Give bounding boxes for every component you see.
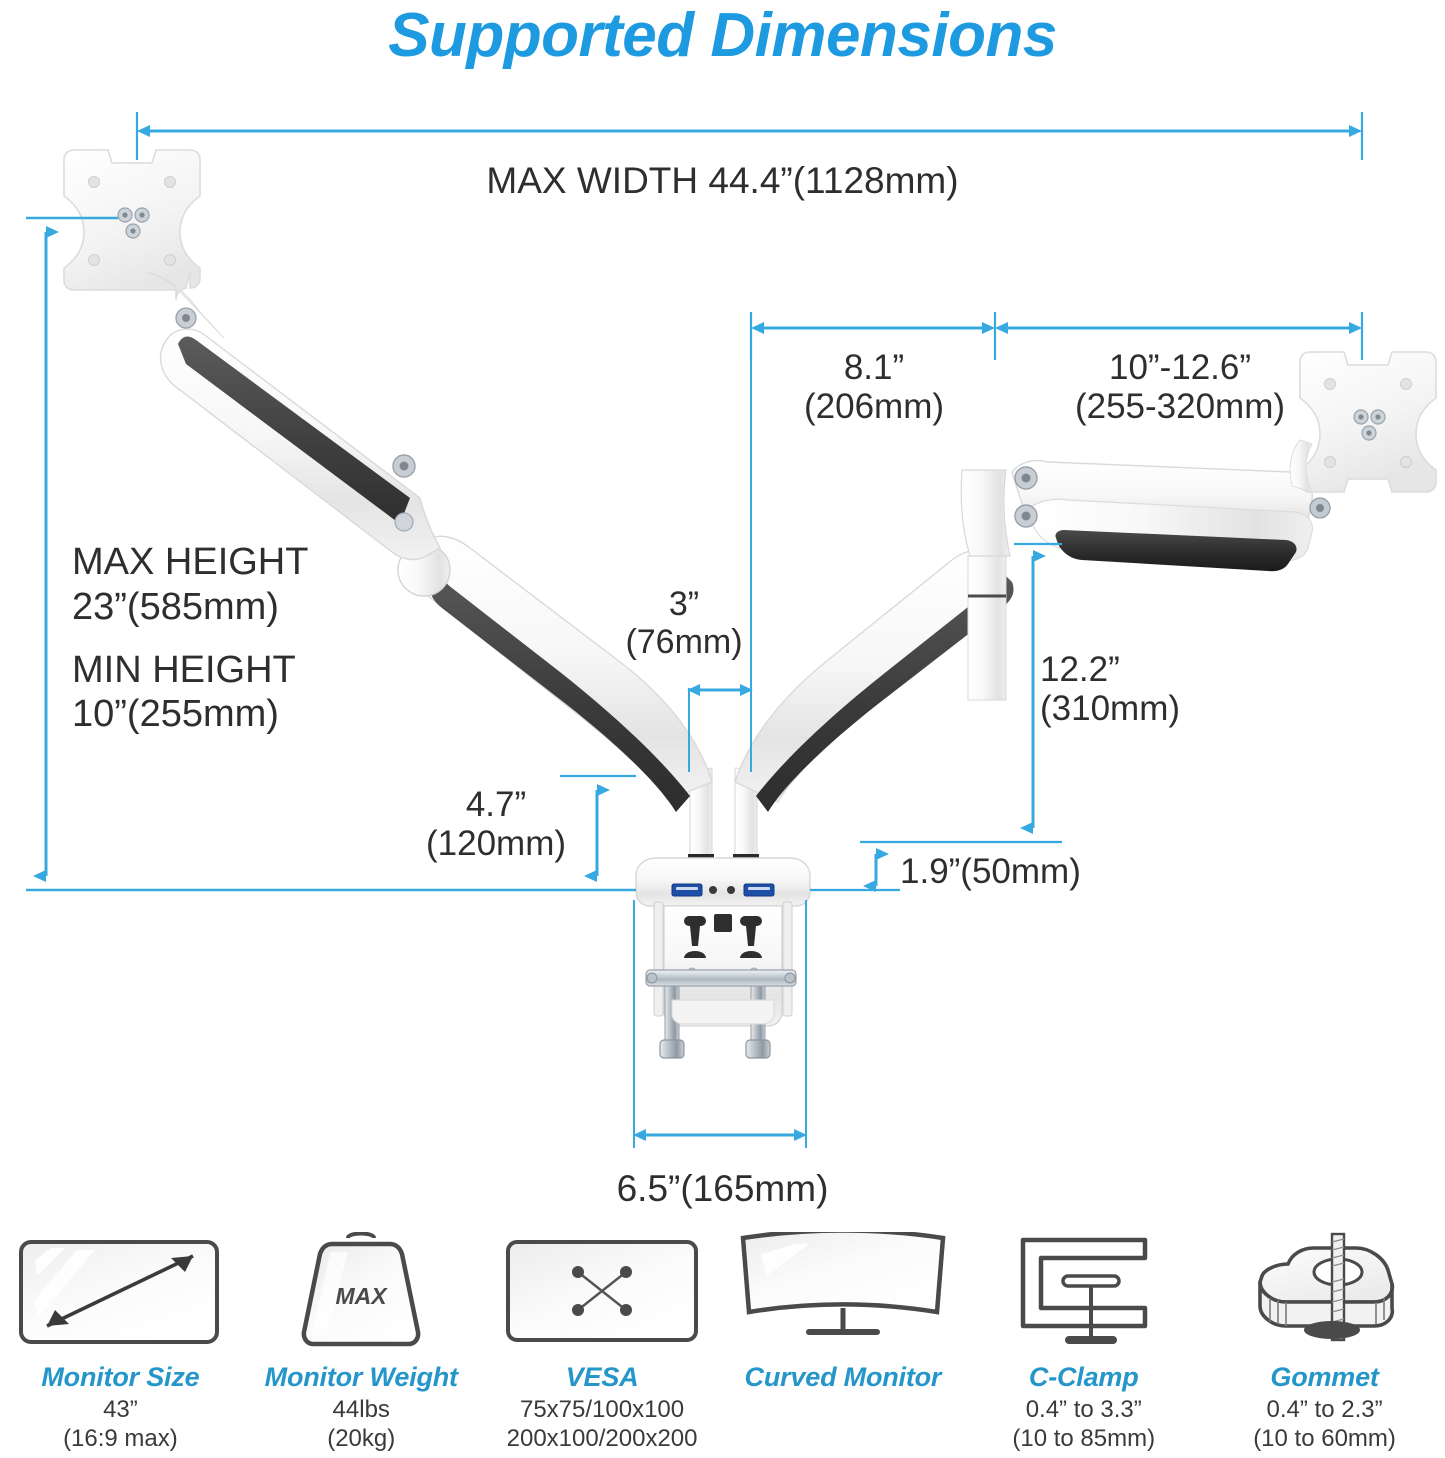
feature-title: Monitor Size (41, 1362, 200, 1392)
dim-low-clearance (810, 848, 900, 892)
feature-title: Curved Monitor (744, 1362, 942, 1392)
dim-label-base-width: 6.5”(165mm) (616, 1168, 829, 1209)
dim-label-base-height: 4.7” (120mm) (400, 785, 592, 863)
dim-value-outer-arm-in: 10”-12.6” (1108, 348, 1252, 387)
feature-subtitle: 43” (16:9 max) (63, 1395, 178, 1454)
feature-sub-line: (16:9 max) (63, 1425, 178, 1453)
feature-sub-line: (20kg) (327, 1425, 396, 1453)
dim-value-post-gap-mm: (76mm) (625, 623, 743, 662)
dim-max-width (135, 112, 1364, 160)
feature-title: C-Clamp (1028, 1362, 1139, 1392)
right-vesa-plate (1289, 351, 1437, 493)
feature-grommet: Gommet 0.4” to 2.3” (10 to 60mm) (1204, 1232, 1445, 1454)
dim-max-height (26, 216, 636, 892)
dim-value-base-height-in: 4.7” (465, 785, 527, 824)
monitor-arm-illustration (63, 149, 1437, 1059)
monitor-weight-icon: MAX (286, 1232, 436, 1350)
dim-value-arm-drop-in: 12.2” (1040, 650, 1120, 689)
dim-label-height-block: MAX HEIGHT 23”(585mm) MIN HEIGHT 10”(255… (72, 540, 308, 755)
feature-sub-line: (10 to 85mm) (1012, 1425, 1156, 1453)
left-arm-assembly (63, 149, 713, 881)
dim-label-max-width: MAX WIDTH 44.4”(1128mm) (486, 160, 959, 201)
feature-subtitle: 0.4” to 2.3” (10 to 60mm) (1253, 1395, 1396, 1454)
desk-mount-base (635, 854, 811, 1059)
dim-label-arm-drop: 12.2” (310mm) (1040, 650, 1270, 728)
page-title: Supported Dimensions (388, 1, 1057, 70)
dim-outer-arm (995, 312, 1364, 360)
feature-subtitle: 75x75/100x100 200x100/200x200 (507, 1395, 698, 1454)
right-arm-assembly (734, 351, 1437, 881)
dim-label-outer-arm: 10”-12.6” (255-320mm) (1000, 348, 1360, 426)
dim-base-height (560, 774, 636, 882)
feature-subtitle: 0.4” to 3.3” (10 to 85mm) (1012, 1395, 1155, 1454)
monitor-size-icon (15, 1232, 225, 1350)
feature-sub-line: (10 to 60mm) (1253, 1425, 1396, 1453)
feature-c-clamp: C-Clamp 0.4” to 3.3” (10 to 85mm) (963, 1232, 1204, 1454)
curved-monitor-icon (733, 1232, 953, 1350)
port-strip (671, 883, 775, 897)
feature-vesa: VESA 75x75/100x100 200x100/200x200 (482, 1232, 723, 1454)
weight-max-text: MAX (336, 1283, 389, 1309)
dim-label-post-gap: 3” (76mm) (610, 585, 758, 661)
feature-spec-row: Monitor Size 43” (16:9 max) (0, 1232, 1445, 1458)
dim-value-post-gap-in: 3” (668, 585, 700, 623)
dim-post-gap (687, 322, 753, 772)
feature-sub-line: 75x75/100x100 (519, 1396, 685, 1423)
feature-title: Gommet (1270, 1362, 1379, 1392)
dimension-lines-overlay (26, 112, 1364, 1148)
dim-value-arm-drop-mm: (310mm) (1040, 689, 1181, 729)
feature-sub-line: 44lbs (332, 1396, 390, 1423)
feature-subtitle: 44lbs (20kg) (327, 1395, 395, 1454)
dim-label-inner-arm: 8.1” (206mm) (760, 348, 988, 426)
feature-sub-line: 200x100/200x200 (506, 1425, 698, 1453)
dim-value-min-height: 10”(255mm) (72, 693, 279, 736)
feature-sub-line: 0.4” to 3.3” (1025, 1396, 1142, 1423)
dim-base-width (633, 900, 807, 1148)
dim-value-inner-arm-mm: (206mm) (803, 387, 945, 427)
feature-sub-line: 43” (103, 1396, 138, 1423)
feature-title: VESA (565, 1362, 639, 1392)
feature-title: Monitor Weight (264, 1362, 458, 1392)
vesa-icon (502, 1232, 702, 1350)
grommet-icon (1240, 1232, 1410, 1350)
feature-monitor-weight: MAX Monitor Weight 44lbs (20kg) (241, 1232, 482, 1454)
dim-value-base-height-mm: (120mm) (425, 824, 567, 864)
c-clamp-icon (1009, 1232, 1159, 1350)
feature-monitor-size: Monitor Size 43” (16:9 max) (0, 1232, 241, 1454)
feature-sub-line: 0.4” to 2.3” (1266, 1396, 1383, 1423)
dim-value-inner-arm-in: 8.1” (843, 348, 905, 387)
dim-label-low-clearance: 1.9”(50mm) (900, 852, 1081, 891)
dim-label-min-height: MIN HEIGHT (72, 648, 296, 691)
dim-value-outer-arm-mm: (255-320mm) (1074, 387, 1286, 427)
feature-curved-monitor: Curved Monitor (722, 1232, 963, 1395)
dim-label-max-height: MAX HEIGHT (72, 541, 309, 583)
dim-arm-drop (860, 542, 1062, 844)
dim-value-max-height: 23”(585mm) (72, 585, 279, 628)
